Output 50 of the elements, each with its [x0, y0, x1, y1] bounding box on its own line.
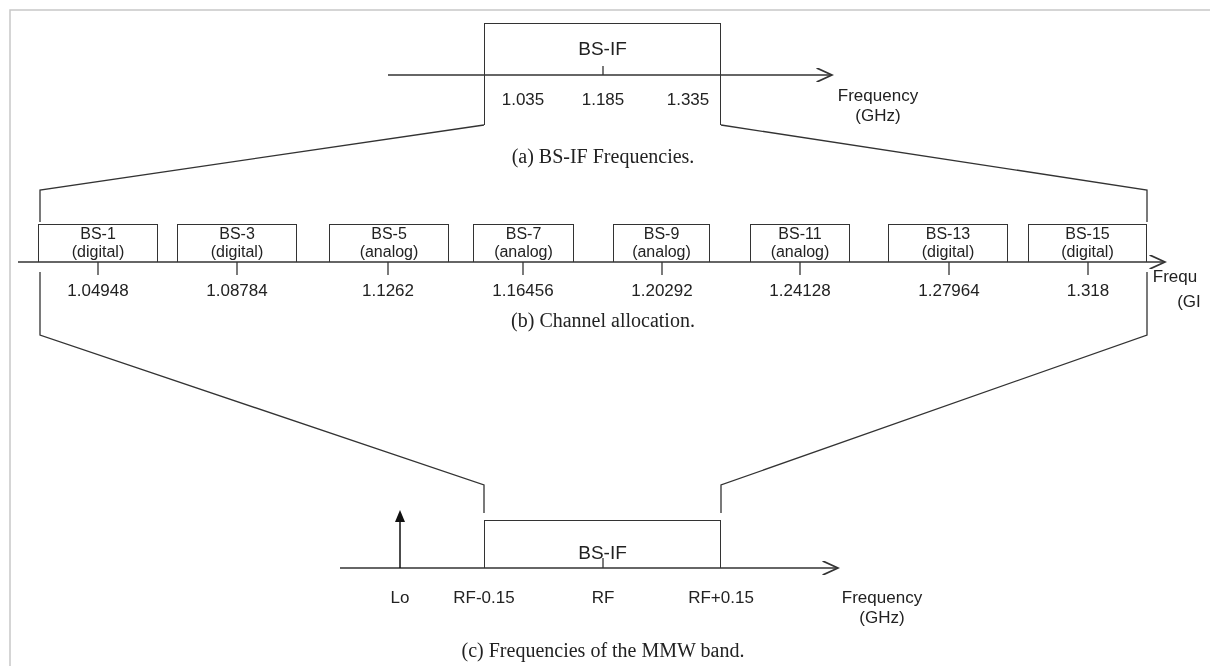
modulation-type: (digital)	[1060, 242, 1115, 260]
top-band-box	[484, 23, 721, 125]
tick-value: 1.08784	[206, 281, 268, 301]
axis-title: Frequency (GHz)	[840, 588, 924, 628]
channel-box	[473, 224, 574, 262]
band-name: BS-15	[1064, 225, 1111, 243]
tick-value: 1.318	[1066, 281, 1110, 301]
channel-box	[750, 224, 850, 262]
tick-value: 1.335	[666, 90, 710, 110]
band-box	[484, 520, 721, 568]
band-name: BS-9	[642, 225, 681, 243]
modulation-type: (analog)	[493, 242, 554, 260]
tick-value: Lo	[390, 588, 410, 608]
channel-box	[329, 224, 449, 262]
band-name: BS-13	[924, 225, 972, 243]
tick-value: 1.04948	[67, 281, 129, 301]
modulation-type: (analog)	[769, 242, 831, 260]
band-name: BS-IF	[577, 40, 628, 58]
figure-caption: (c) Frequencies of the MMW band.	[461, 640, 745, 660]
tick-value: 1.185	[581, 90, 625, 110]
axis-title: (GI	[1177, 292, 1201, 312]
tick-value: 1.20292	[631, 281, 693, 301]
band-name: BS-11	[777, 225, 823, 243]
modulation-type: (analog)	[631, 242, 692, 260]
band-name: BS-1	[79, 225, 117, 243]
tick-value: 1.16456	[492, 281, 554, 301]
tick-value: 1.24128	[769, 281, 831, 301]
modulation-type: (digital)	[209, 242, 265, 260]
tick-value: RF	[591, 588, 615, 608]
channel-box	[177, 224, 297, 262]
channel-box	[38, 224, 158, 262]
channel-box	[613, 224, 710, 262]
tick-value: 1.1262	[362, 281, 414, 301]
band-name: BS-3	[218, 225, 256, 243]
channel-box	[1028, 224, 1147, 262]
modulation-type: (digital)	[920, 242, 976, 260]
tick-value: 1.035	[501, 90, 545, 110]
modulation-type: (digital)	[70, 242, 126, 260]
channel-box	[888, 224, 1008, 262]
tick-value: 1.27964	[918, 281, 980, 301]
axis-title: Frequency (GHz)	[836, 86, 920, 126]
figure-caption: (a) BS-IF Frequencies.	[511, 146, 695, 166]
tick-value: RF+0.15	[688, 588, 754, 608]
band-name: BS-7	[504, 225, 543, 243]
band-name: BS-5	[370, 225, 408, 243]
figure-caption: (b) Channel allocation.	[511, 310, 695, 330]
band-name: BS-IF	[577, 544, 628, 562]
tick-value: RF-0.15	[453, 588, 515, 608]
axis-title: Frequ	[1152, 267, 1198, 287]
modulation-type: (analog)	[358, 242, 420, 260]
